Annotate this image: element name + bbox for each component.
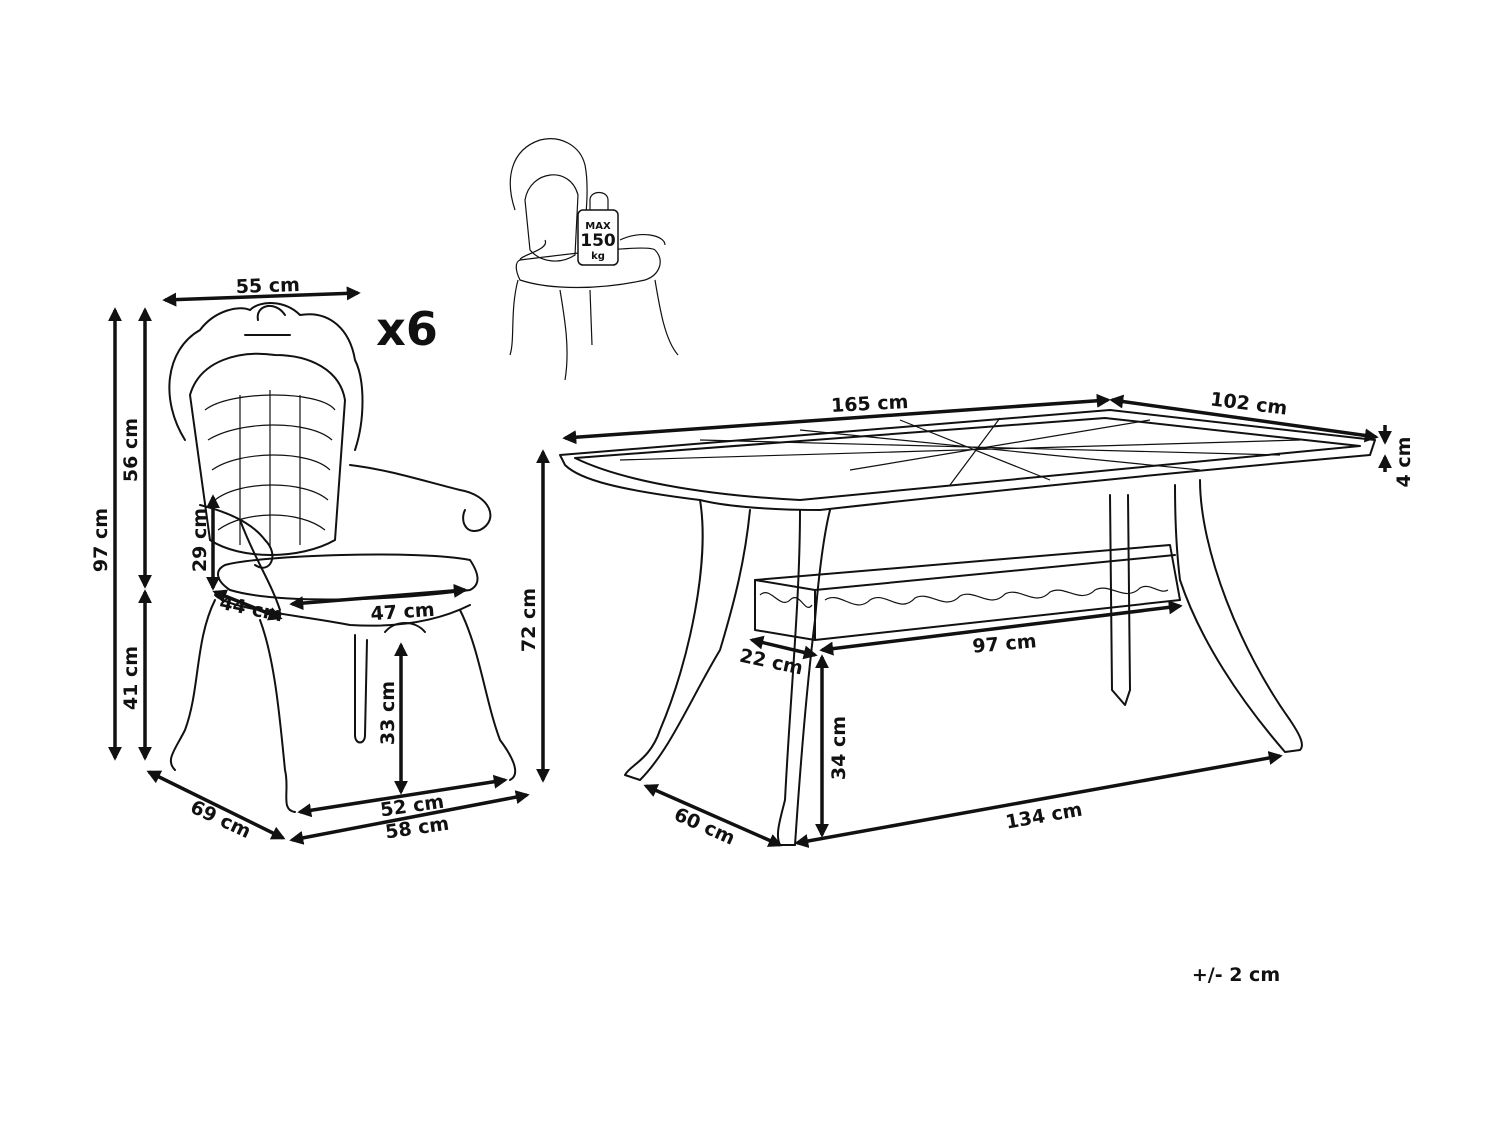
table-top-thickness-label: 4 cm bbox=[1393, 437, 1415, 488]
table-drawing bbox=[559, 409, 1376, 846]
table-under-frame-height-label: 34 cm bbox=[828, 716, 850, 780]
chair-total-height-label: 97 cm bbox=[90, 508, 112, 572]
table-length-label: 165 cm bbox=[830, 391, 908, 417]
chair-armrest-height-label: 29 cm bbox=[189, 508, 211, 572]
chair-width-label: 55 cm bbox=[235, 274, 300, 298]
chair-load-capacity-illustration: MAX 150 kg bbox=[509, 138, 679, 381]
load-unit-label: kg bbox=[591, 251, 605, 262]
load-value-label: 150 bbox=[580, 231, 616, 251]
chair-seat-width-label: 47 cm bbox=[370, 599, 436, 625]
chair-seat-height-label: 41 cm bbox=[120, 646, 142, 710]
table-height-label: 72 cm bbox=[518, 588, 540, 652]
chair-under-seat-height-label: 33 cm bbox=[377, 681, 399, 745]
chair-back-height-label: 56 cm bbox=[120, 418, 142, 482]
tolerance-note: +/- 2 cm bbox=[1192, 964, 1280, 986]
dimension-lines bbox=[108, 286, 1392, 848]
chair-drawing bbox=[168, 302, 517, 813]
load-max-label: MAX bbox=[585, 221, 611, 232]
table-frame-length-label: 97 cm bbox=[972, 630, 1038, 658]
chair-quantity-label: x6 bbox=[376, 302, 438, 356]
chair-depth-label: 69 cm bbox=[187, 796, 254, 843]
